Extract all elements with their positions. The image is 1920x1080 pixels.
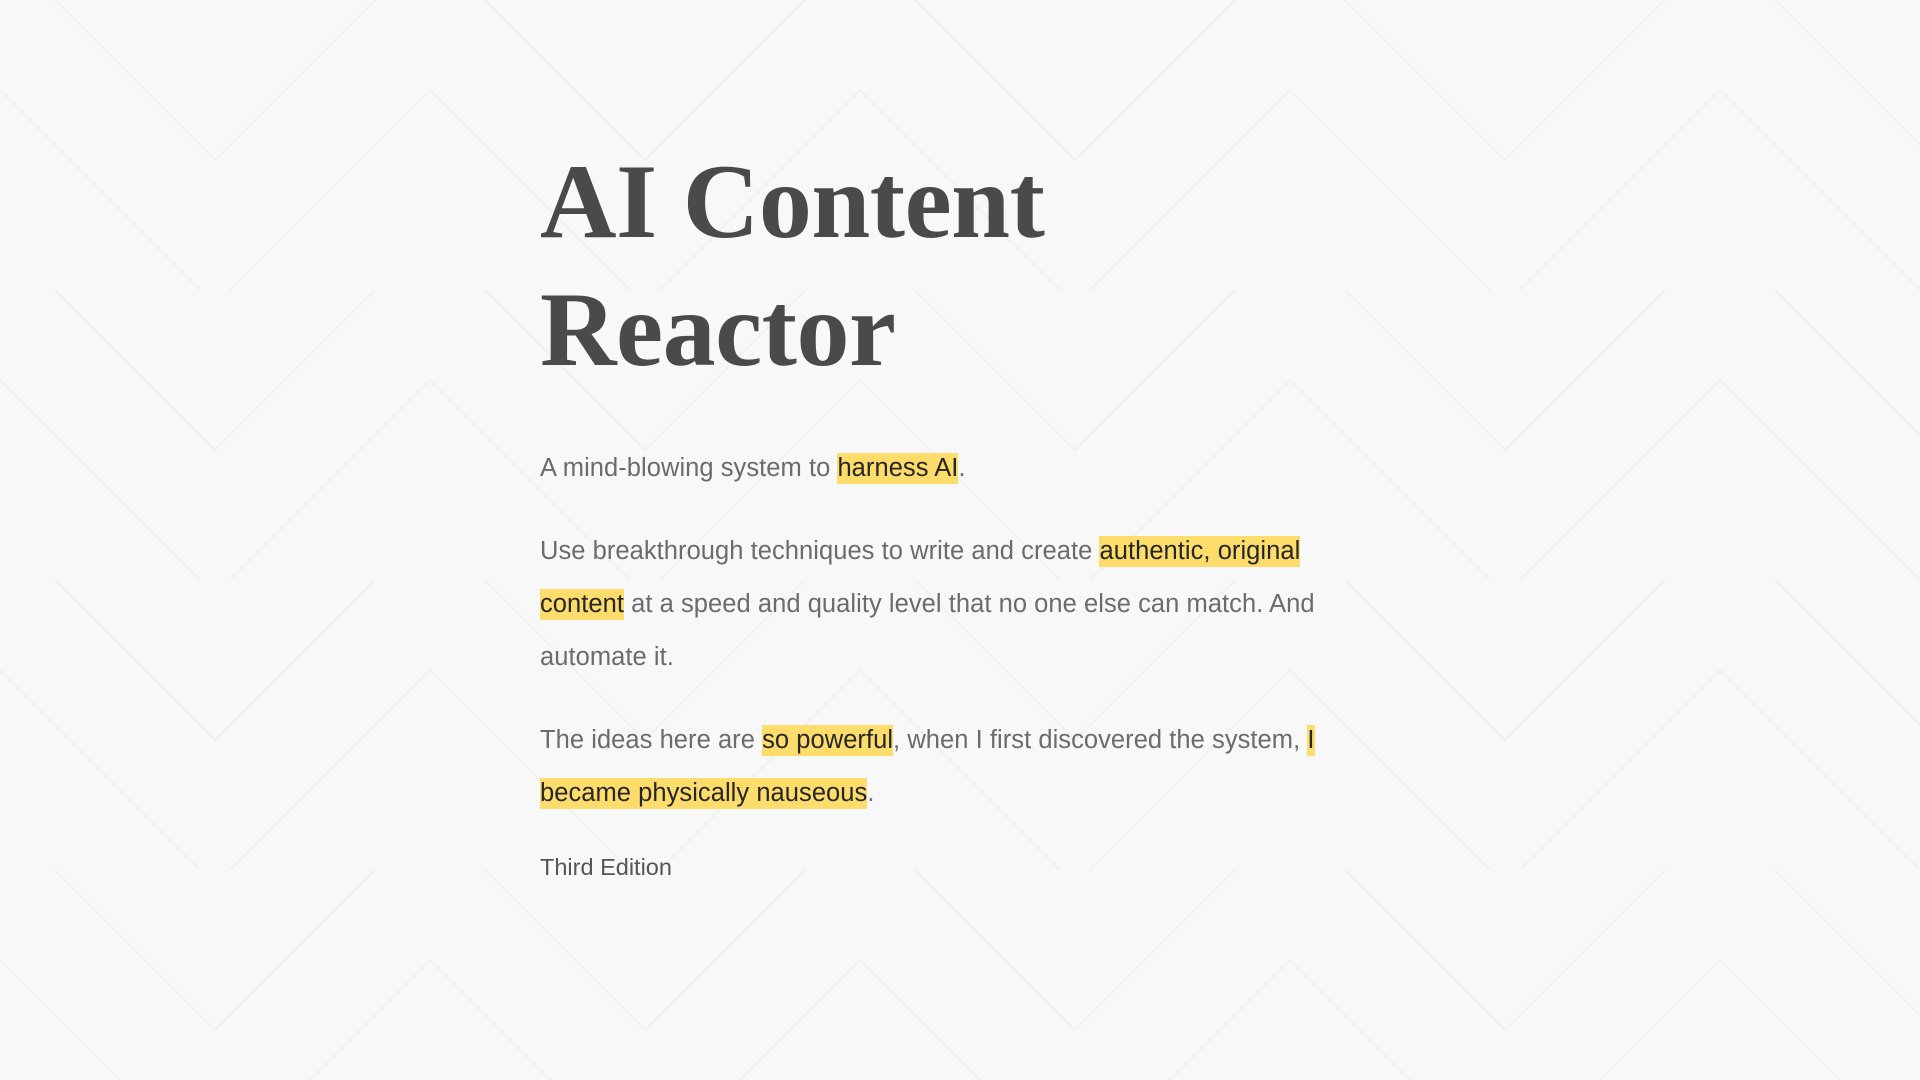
plain-text: . xyxy=(958,454,966,482)
paragraph-1: A mind-blowing system to harness AI. xyxy=(540,442,1352,495)
page-title: AI Content Reactor xyxy=(540,143,1045,388)
paragraph-3: The ideas here are so powerful, when I f… xyxy=(540,714,1352,820)
highlighted-text: so powerful xyxy=(762,725,894,756)
edition-label: Third Edition xyxy=(540,854,672,880)
content-column: AI Content Reactor A mind-blowing system… xyxy=(540,138,1352,883)
plain-text: A mind-blowing system to xyxy=(540,454,838,482)
highlighted-text: harness AI xyxy=(837,453,959,484)
plain-text: The ideas here are xyxy=(540,726,763,754)
plain-text: Use breakthrough techniques to write and… xyxy=(540,537,1100,565)
plain-text: . xyxy=(867,779,875,807)
plain-text: at a speed and quality level that no one… xyxy=(540,590,1315,671)
plain-text: , when I first discovered the system, xyxy=(893,726,1308,754)
paragraph-2: Use breakthrough techniques to write and… xyxy=(540,525,1352,684)
body-copy: A mind-blowing system to harness AI. Use… xyxy=(540,442,1352,820)
